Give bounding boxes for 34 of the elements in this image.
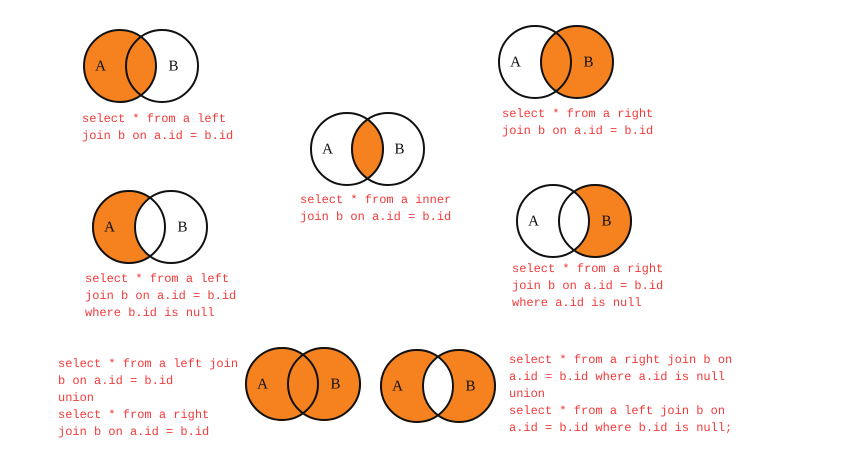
set-label: B — [330, 377, 340, 392]
set-circle — [422, 349, 496, 423]
set-circle — [310, 112, 384, 186]
set-label: B — [602, 214, 612, 229]
query-text: select * from a left join b on a.id = b.id where b.id is null; — [509, 403, 734, 437]
set-circle — [134, 190, 208, 264]
query-text: union — [509, 386, 546, 403]
set-label: A — [528, 214, 539, 229]
set-circle — [245, 347, 319, 421]
set-label: A — [322, 142, 333, 157]
set-circle — [287, 347, 361, 421]
set-circle — [516, 184, 590, 258]
set-circle — [351, 112, 425, 186]
set-label: A — [257, 377, 268, 392]
set-label: B — [466, 379, 476, 394]
set-circle — [380, 349, 454, 423]
query-text: select * from a left join b on a.id = b.id — [82, 111, 234, 145]
set-label: B — [178, 220, 188, 235]
set-circle — [92, 190, 166, 264]
set-circle — [558, 184, 632, 258]
set-label: A — [392, 379, 403, 394]
set-label: A — [95, 59, 106, 74]
query-text: select * from a left join b on a.id = b.id where b.id is null — [85, 271, 238, 322]
query-text: select * from a right join b on a.id = b.id — [58, 407, 210, 441]
set-label: B — [584, 55, 594, 70]
set-label: A — [510, 55, 521, 70]
query-text: union — [58, 390, 96, 407]
query-text: select * from a inner join b on a.id = b.id — [300, 192, 452, 226]
query-text: select * from a right join b on a.id = b.id where a.id is null — [512, 261, 664, 312]
query-text: select * from a right join b on a.id = b.id — [502, 106, 654, 140]
set-label: A — [104, 220, 115, 235]
set-label: B — [168, 59, 178, 74]
set-circle — [125, 29, 199, 103]
set-label: B — [394, 142, 404, 157]
